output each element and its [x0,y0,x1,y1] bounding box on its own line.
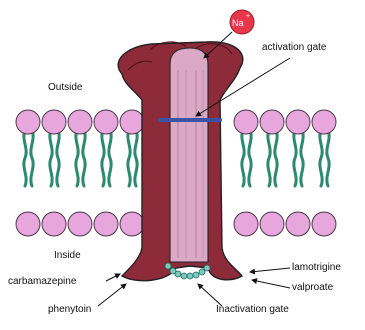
lipid-tail [268,130,270,186]
inactivation-bead [204,265,210,271]
lipid-head-outer [120,110,144,134]
lipid-head-outer [286,110,310,134]
lipid-head-inner [68,212,92,236]
label-phenytoin: phenytoin [48,304,91,315]
lipid-tail [76,130,78,186]
lipid-head-outer [94,110,118,134]
lipid-head-outer [16,110,40,134]
label-activation-gate: activation gate [262,42,327,53]
lipid-tail [294,130,296,186]
lipid-tail [327,130,329,186]
membrane-left [16,110,144,236]
lamotrigine-pointer [250,268,290,272]
lipid-head-outer [42,110,66,134]
lipid-head-outer [68,110,92,134]
inactivation-gate-pointer [198,284,222,306]
lipid-tail [301,130,303,186]
label-lamotrigine: lamotrigine [292,262,341,273]
inactivation-bead [175,271,181,277]
lipid-tail [102,130,104,186]
lipid-tail [57,130,59,186]
lipid-tail [50,130,52,186]
valproate-pointer [252,280,290,288]
lipid-head-outer [260,110,284,134]
lipid-tail [83,130,85,186]
carbamazepine-pointer [106,274,120,281]
lipid-tail [249,130,251,186]
phenytoin-pointer [98,284,126,306]
inactivation-bead [165,263,171,269]
lipid-head-inner [42,212,66,236]
lipid-head-outer [312,110,336,134]
lipid-head-outer [234,110,258,134]
lipid-tail [128,130,130,186]
sodium-ion: Na + [230,10,254,34]
ion-charge: + [246,13,250,20]
lipid-tail [109,130,111,186]
label-carbamazepine: carbamazepine [8,276,76,287]
lipid-head-inner [312,212,336,236]
membrane-right [234,110,336,236]
lipid-head-inner [260,212,284,236]
lipid-tail [24,130,26,186]
lipid-head-inner [120,212,144,236]
ion-symbol: Na [232,18,244,28]
lipid-head-inner [286,212,310,236]
inactivation-bead [181,273,187,279]
lipid-tail [320,130,322,186]
lipid-head-inner [16,212,40,236]
lipid-tail [242,130,244,186]
label-inactivation-gate: Inactivation gate [216,304,289,315]
lipid-head-inner [234,212,258,236]
label-valproate: valproate [292,282,333,293]
lipid-tail [275,130,277,186]
label-inside: Inside [54,250,81,261]
lipid-tail [31,130,33,186]
inactivation-bead [187,273,193,279]
inactivation-bead [193,272,199,278]
lipid-tail [135,130,137,186]
inactivation-bead [199,269,205,275]
lipid-head-inner [94,212,118,236]
label-outside: Outside [48,82,82,93]
channel-pore [170,48,208,262]
